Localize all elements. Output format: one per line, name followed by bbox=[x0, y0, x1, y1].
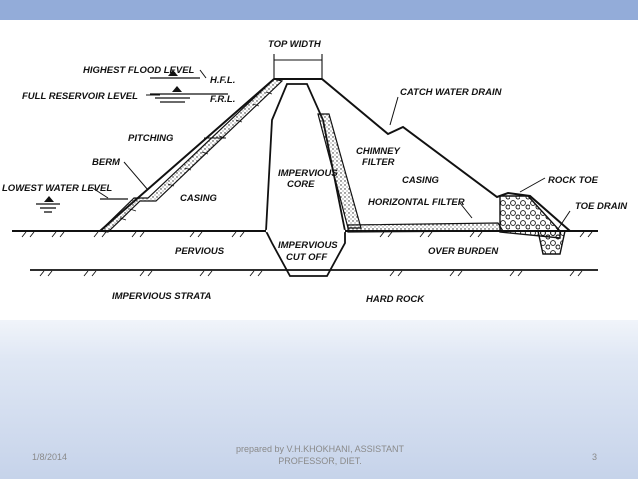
label-top-width: TOP WIDTH bbox=[268, 39, 322, 50]
label-casing-right: CASING bbox=[402, 175, 440, 186]
label-impervious-strata: IMPERVIOUS STRATA bbox=[112, 291, 212, 302]
pitching-hatch bbox=[119, 91, 273, 221]
label-pervious: PERVIOUS bbox=[175, 246, 225, 257]
toe-drain bbox=[537, 230, 566, 255]
label-impervious-core-1: IMPERVIOUS bbox=[278, 168, 338, 179]
footer-credit-line-2: PROFESSOR, DIET. bbox=[278, 456, 362, 466]
label-hard-rock: HARD ROCK bbox=[366, 294, 425, 305]
footer-date: 1/8/2014 bbox=[32, 452, 68, 462]
dam-section-svg: TOP WIDTH HIGHEST FLOOD LEVEL H.F.L. FUL… bbox=[2, 39, 628, 305]
footer-credit-line-1: prepared by V.H.KHOKHANI, ASSISTANT bbox=[235, 444, 405, 454]
footer-credit: prepared by V.H.KHOKHANI, ASSISTANT PROF… bbox=[225, 443, 415, 467]
label-pitching: PITCHING bbox=[128, 133, 174, 144]
slide-top-bar bbox=[0, 0, 638, 20]
ground-hatch bbox=[21, 231, 593, 277]
water-level-markers bbox=[44, 70, 182, 202]
label-over-burden: OVER BURDEN bbox=[428, 246, 499, 257]
impervious-core-outline bbox=[265, 83, 346, 277]
label-toe-drain: TOE DRAIN bbox=[575, 201, 628, 212]
label-impervious-cutoff-1: IMPERVIOUS bbox=[278, 240, 338, 251]
earth-dam-diagram: TOP WIDTH HIGHEST FLOOD LEVEL H.F.L. FUL… bbox=[0, 20, 638, 320]
label-frl: F.R.L. bbox=[210, 94, 235, 105]
label-full-reservoir-level: FULL RESERVOIR LEVEL bbox=[22, 91, 138, 102]
label-rock-toe: ROCK TOE bbox=[548, 175, 599, 186]
dam-outline bbox=[99, 78, 571, 232]
label-catch-water-drain: CATCH WATER DRAIN bbox=[400, 87, 503, 98]
label-casing-left: CASING bbox=[180, 193, 218, 204]
footer-page-number: 3 bbox=[592, 452, 598, 462]
label-chimney: CHIMNEY bbox=[356, 146, 401, 157]
label-impervious-core-2: CORE bbox=[287, 179, 315, 190]
top-width-dimension bbox=[273, 54, 323, 78]
label-hfl: H.F.L. bbox=[210, 75, 235, 86]
label-lowest-water-level: LOWEST WATER LEVEL bbox=[2, 183, 112, 194]
label-berm: BERM bbox=[92, 157, 121, 168]
pitching-layer bbox=[98, 78, 284, 233]
leader-lines bbox=[90, 69, 571, 233]
horizontal-filter bbox=[347, 222, 505, 233]
water-levels bbox=[36, 77, 228, 213]
label-impervious-cutoff-2: CUT OFF bbox=[286, 252, 327, 263]
label-filter: FILTER bbox=[362, 157, 395, 168]
label-highest-flood-level: HIGHEST FLOOD LEVEL bbox=[83, 65, 195, 76]
label-horizontal-filter: HORIZONTAL FILTER bbox=[368, 197, 465, 208]
